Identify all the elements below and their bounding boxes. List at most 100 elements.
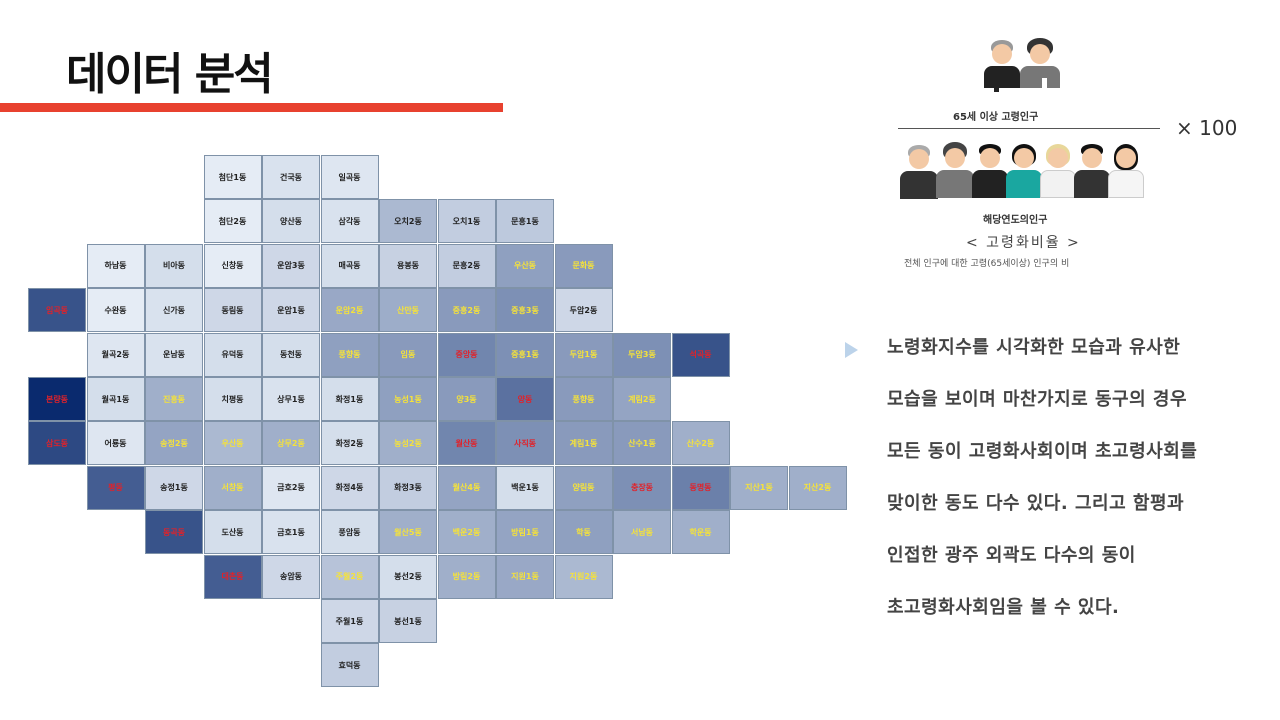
district-cell: 월산5동 xyxy=(379,510,437,555)
district-cell: 두암2동 xyxy=(554,288,613,333)
multiplier-label: × 100 xyxy=(1176,116,1238,140)
elderly-woman-icon xyxy=(936,142,974,204)
district-cell: 양산동 xyxy=(262,199,320,244)
district-cell: 동천동 xyxy=(262,332,320,377)
district-cell: 운암1동 xyxy=(262,288,320,333)
district-cell: 매곡동 xyxy=(320,243,379,288)
district-cell: 수완동 xyxy=(86,288,145,333)
district-cell: 비아동 xyxy=(145,243,203,288)
district-cell: 중흥2동 xyxy=(437,288,496,333)
district-cell: 문흥1동 xyxy=(496,199,554,244)
district-cell: 본량동 xyxy=(28,377,86,421)
district-cell: 용봉동 xyxy=(379,243,437,288)
district-cell: 양림동 xyxy=(554,465,613,510)
district-cell: 두암1동 xyxy=(554,332,613,377)
district-cell: 계림2동 xyxy=(613,377,671,421)
district-cell: 풍암동 xyxy=(320,510,379,555)
district-cell: 월곡2동 xyxy=(86,332,145,377)
district-cell: 첨단2동 xyxy=(203,199,262,244)
district-cell: 삼각동 xyxy=(320,199,379,244)
district-cell: 두암3동 xyxy=(613,332,671,377)
district-cell: 주월1동 xyxy=(320,599,379,643)
district-cell: 상무1동 xyxy=(262,377,320,421)
district-cell: 진흥동 xyxy=(145,377,203,421)
district-cell: 신창동 xyxy=(203,243,262,288)
district-cell: 풍향동 xyxy=(320,332,379,377)
page-title: 데이터 분석 xyxy=(66,49,274,100)
district-cell: 효덕동 xyxy=(320,643,379,688)
text-line: 모든 동이 고령화사회이며 초고령사회를 xyxy=(887,441,1198,462)
district-cell: 대촌동 xyxy=(203,554,262,599)
district-cell: 산수2동 xyxy=(671,421,730,466)
district-cell: 하남동 xyxy=(86,243,145,288)
district-cell: 건국동 xyxy=(262,155,320,199)
district-cell: 도산동 xyxy=(203,510,262,555)
district-cell: 동림동 xyxy=(203,288,262,333)
elderly-man-icon xyxy=(982,40,1022,100)
district-cell: 사직동 xyxy=(496,421,554,466)
district-cell: 방림2동 xyxy=(437,554,496,599)
district-cell: 동곡동 xyxy=(145,510,203,555)
district-cell: 산만동 xyxy=(379,288,437,333)
district-cell: 동명동 xyxy=(671,465,730,510)
district-cell: 봉선2동 xyxy=(379,554,437,599)
district-cell: 농성1동 xyxy=(379,377,437,421)
district-cell: 어룡동 xyxy=(86,421,145,466)
district-cell: 학운동 xyxy=(671,510,730,555)
district-cell: 백운2동 xyxy=(437,510,496,555)
text-line: 모습을 보이며 마찬가지로 동구의 경우 xyxy=(887,389,1188,410)
district-cell: 임곡동 xyxy=(28,288,86,333)
district-cell: 서창동 xyxy=(203,465,262,510)
fraction-line xyxy=(898,128,1160,129)
district-cell: 유덕동 xyxy=(203,332,262,377)
district-cell: 지산1동 xyxy=(730,465,788,510)
district-cell: 송정2동 xyxy=(145,421,203,466)
text-line: 인접한 광주 외곽도 다수의 동이 xyxy=(887,545,1136,566)
district-cell: 문화동 xyxy=(554,243,613,288)
girl-icon xyxy=(1108,142,1144,204)
district-cell: 계림1동 xyxy=(554,421,613,466)
district-cell: 중흥1동 xyxy=(496,332,554,377)
district-cell: 학동 xyxy=(554,510,613,555)
district-cell: 우산동 xyxy=(203,421,262,466)
district-cell: 평동 xyxy=(86,465,145,510)
district-cell: 오치1동 xyxy=(437,199,496,244)
district-cell: 치평동 xyxy=(203,377,262,421)
district-cell: 화정1동 xyxy=(320,377,379,421)
ratio-description: 전체 인구에 대한 고령(65세이상) 인구의 비 xyxy=(904,259,1070,269)
district-cell: 산수1동 xyxy=(613,421,671,466)
aging-ratio-formula: 65세 이상 고령인구 × 100 해당연도의인구 < 고령화비율 > 전체 xyxy=(890,30,1270,275)
district-cell: 삼도동 xyxy=(28,421,86,466)
district-cell: 주월2동 xyxy=(320,554,379,599)
district-cell: 지산2동 xyxy=(788,465,847,510)
district-cell: 백운1동 xyxy=(496,465,554,510)
district-cell: 화정2동 xyxy=(320,421,379,466)
district-cell: 월산4동 xyxy=(437,465,496,510)
district-cell: 화정3동 xyxy=(379,465,437,510)
district-cell: 첨단1동 xyxy=(203,155,262,199)
district-cell: 봉선1동 xyxy=(379,599,437,643)
man-icon xyxy=(972,142,1008,204)
district-cell: 신가동 xyxy=(145,288,203,333)
district-cell: 월산동 xyxy=(437,421,496,466)
denominator-label: 해당연도의인구 xyxy=(983,215,1048,226)
district-cell: 농성2동 xyxy=(379,421,437,466)
district-cell: 운남동 xyxy=(145,332,203,377)
woman-icon xyxy=(1006,142,1042,204)
district-cell: 월곡1동 xyxy=(86,377,145,421)
district-cell: 운암2동 xyxy=(320,288,379,333)
district-cell: 석곡동 xyxy=(671,332,730,377)
district-cell: 양동 xyxy=(496,377,554,421)
elderly-woman-icon xyxy=(1018,38,1062,100)
district-cell: 일곡동 xyxy=(320,155,379,199)
text-line: 노령화지수를 시각화한 모습과 유사한 xyxy=(887,337,1181,358)
district-cell: 중앙동 xyxy=(437,332,496,377)
district-cell: 상무2동 xyxy=(262,421,320,466)
district-cell: 양3동 xyxy=(437,377,496,421)
elderly-man-icon xyxy=(900,145,938,205)
young-woman-icon xyxy=(1040,142,1076,204)
text-line: 맞이한 동도 다수 있다. 그리고 함평과 xyxy=(887,493,1185,514)
analysis-text: 노령화지수를 시각화한 모습과 유사한 모습을 보이며 마찬가지로 동구의 경우… xyxy=(887,330,1279,642)
district-cell: 오치2동 xyxy=(379,199,437,244)
